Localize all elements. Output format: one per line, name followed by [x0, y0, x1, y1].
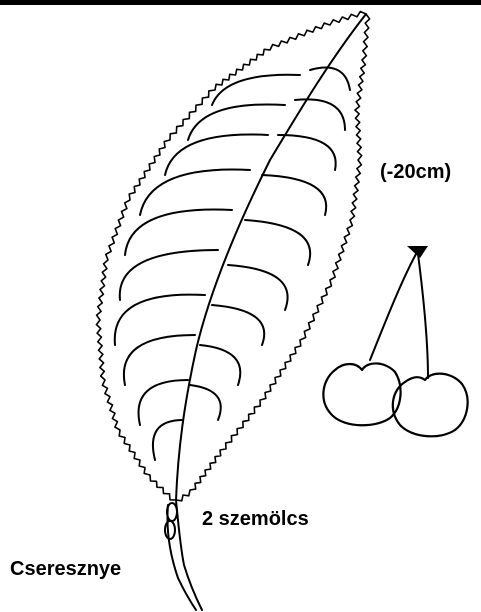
vein-right-2	[295, 99, 345, 130]
vein-right-6	[228, 265, 288, 310]
leaf-size-label: (-20cm)	[380, 161, 451, 183]
cherry-left	[323, 363, 400, 425]
leaf-veins	[115, 68, 350, 461]
leaf-midrib	[176, 14, 366, 500]
stem-left	[370, 254, 416, 360]
species-label: Cseresznye	[10, 558, 121, 580]
vein-left-6	[120, 250, 218, 300]
vein-right-4	[262, 175, 326, 215]
petiole	[165, 500, 202, 610]
vein-right-9	[190, 385, 221, 420]
glands-label: 2 szemölcs	[202, 508, 309, 530]
vein-right-5	[245, 220, 310, 265]
cherry-right	[393, 374, 468, 437]
vein-left-8	[124, 335, 195, 385]
vein-right-3	[278, 135, 336, 170]
vein-right-7	[212, 305, 264, 345]
vein-left-4	[140, 170, 250, 215]
top-border	[0, 0, 481, 5]
vein-left-5	[125, 210, 232, 255]
cherry-pair	[323, 246, 467, 436]
stem-right	[418, 254, 428, 378]
vein-left-9	[139, 380, 188, 425]
vein-left-3	[165, 135, 268, 176]
gland-lower	[165, 521, 175, 539]
vein-right-8	[200, 345, 240, 385]
petiole-stalk	[176, 500, 202, 610]
